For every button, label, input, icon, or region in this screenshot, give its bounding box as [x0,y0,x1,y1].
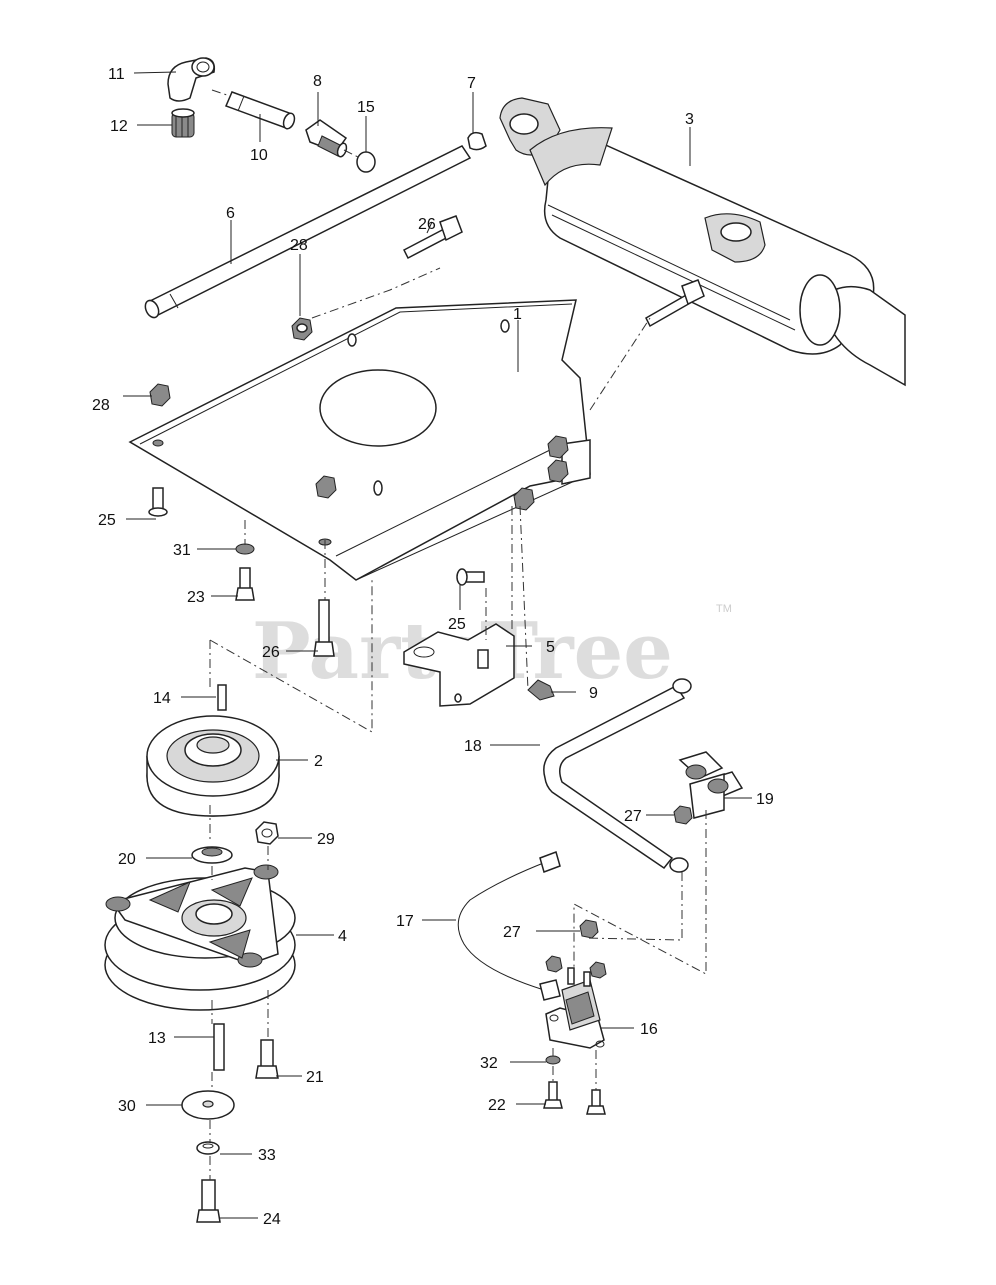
part-4-clutch[interactable] [104,864,296,1011]
part-29-nut[interactable] [255,821,279,845]
callout-30[interactable]: 30 [118,1098,136,1115]
part-19-fuse-holder[interactable] [678,751,744,819]
part-33-lock-washer[interactable] [196,1141,220,1155]
callout-20[interactable]: 20 [118,851,136,868]
part-27-nut-lower[interactable] [579,919,599,939]
part-15-o-ring[interactable] [356,151,376,173]
callout-26a[interactable]: 26 [418,216,436,233]
part-21-bolt[interactable] [255,1039,279,1079]
part-8-fitting[interactable] [305,119,348,158]
callout-2[interactable]: 2 [314,753,323,770]
callout-31[interactable]: 31 [173,542,191,559]
callout-26b[interactable]: 26 [262,644,280,661]
part-25-bolt-mid[interactable] [456,568,485,586]
callout-12[interactable]: 12 [110,118,128,135]
callout-23[interactable]: 23 [187,589,205,606]
callout-labels: 11 12 10 8 15 7 3 6 26 28 1 28 25 31 23 … [92,66,774,1228]
part-5-bracket[interactable] [403,623,515,707]
callout-29[interactable]: 29 [317,831,335,848]
callout-28a[interactable]: 28 [290,237,308,254]
callout-27b[interactable]: 27 [503,924,521,941]
callout-11[interactable]: 11 [108,66,125,83]
callout-19[interactable]: 19 [756,791,774,808]
callout-14[interactable]: 14 [153,690,171,707]
callout-8[interactable]: 8 [313,73,322,90]
part-26-bolt-top[interactable] [403,215,463,260]
callout-24[interactable]: 24 [263,1211,281,1228]
part-23-bolt[interactable] [235,567,255,601]
part-7-clamp[interactable] [467,131,487,151]
callout-22[interactable]: 22 [488,1097,506,1114]
callout-4[interactable]: 4 [338,928,347,945]
callout-21[interactable]: 21 [306,1069,324,1086]
part-9-clip[interactable] [527,679,555,701]
part-6-drain-tube[interactable] [143,145,472,320]
part-28-nut-left[interactable] [149,383,171,407]
part-10-tube[interactable] [224,91,296,130]
callout-27a[interactable]: 27 [624,808,642,825]
callout-6[interactable]: 6 [226,205,235,222]
part-31-washer[interactable] [235,543,255,555]
part-22-screw[interactable] [543,1081,563,1109]
part-14-key[interactable] [217,684,227,711]
part-3-muffler[interactable] [499,97,906,387]
part-28-nut-top[interactable] [291,317,313,341]
callout-9[interactable]: 9 [589,685,598,702]
part-32-washer[interactable] [545,1055,561,1065]
part-27-nut-upper[interactable] [673,805,693,825]
alignment-lines [209,89,707,1180]
part-11-elbow-fitting[interactable] [167,57,216,102]
part-16-solenoid[interactable] [545,955,607,1049]
part-12-cap[interactable] [171,108,195,138]
callout-33[interactable]: 33 [258,1147,276,1164]
solenoid-screw-right[interactable] [586,1089,606,1115]
callout-32[interactable]: 32 [480,1055,498,1072]
part-2-pulley[interactable] [146,715,280,817]
callout-28b[interactable]: 28 [92,397,110,414]
callout-18[interactable]: 18 [464,738,482,755]
plate-nuts-right[interactable] [315,435,569,511]
callout-17[interactable]: 17 [396,913,414,930]
callout-5[interactable]: 5 [546,639,555,656]
part-1-mounting-plate[interactable] [128,299,591,581]
callout-1[interactable]: 1 [513,306,522,323]
part-13-key[interactable] [213,1023,225,1071]
svg-text:TM: TM [716,603,732,615]
callout-7[interactable]: 7 [467,75,476,92]
callout-25b[interactable]: 25 [448,616,466,633]
callout-13[interactable]: 13 [148,1030,166,1047]
part-30-washer[interactable] [181,1090,235,1120]
callout-25a[interactable]: 25 [98,512,116,529]
part-20-spacer[interactable] [191,846,233,864]
plate-bolt-right[interactable] [645,279,705,328]
part-25-bolt-left[interactable] [148,487,168,517]
leader-lines [123,71,752,1219]
callout-15[interactable]: 15 [357,99,375,116]
part-17-cable[interactable] [457,851,561,1001]
callout-3[interactable]: 3 [685,111,694,128]
callout-10[interactable]: 10 [250,147,268,164]
part-24-bolt[interactable] [196,1179,221,1223]
callout-16[interactable]: 16 [640,1021,658,1038]
part-18-cable[interactable] [543,678,692,873]
